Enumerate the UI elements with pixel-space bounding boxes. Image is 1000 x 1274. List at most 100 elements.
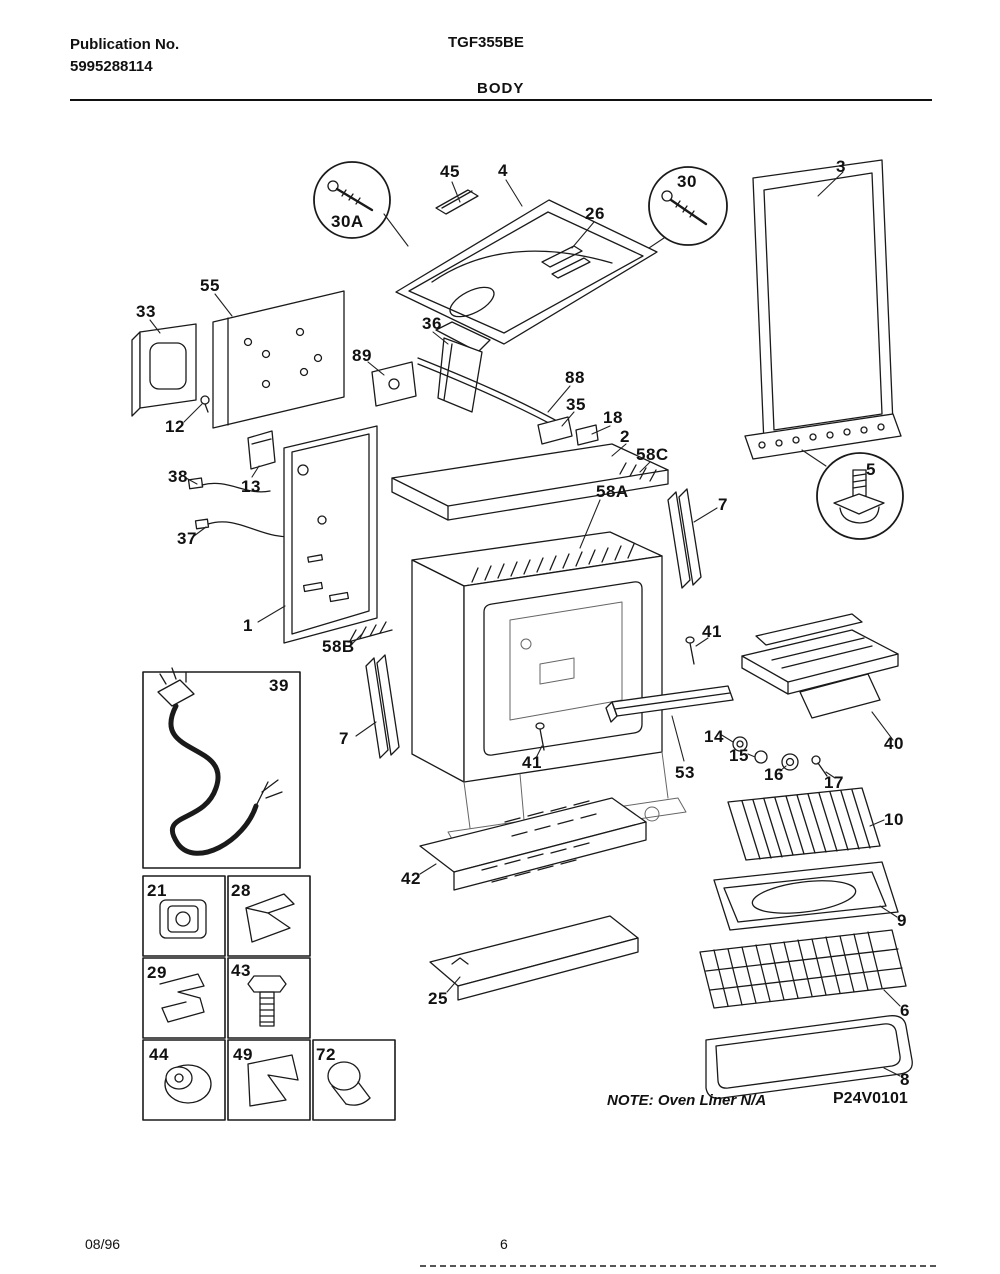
callout-49: 49 [233, 1045, 253, 1064]
inset-box-28 [227, 875, 311, 957]
callout-12: 12 [165, 417, 185, 436]
part-side-panel-1 [283, 425, 378, 644]
callout-28: 28 [231, 881, 251, 900]
part-oven-cavity-body [411, 531, 663, 783]
part-rear-panel-55 [212, 290, 345, 429]
part-back-panel-3 [744, 159, 902, 460]
part-oven-rack-6 [699, 929, 907, 1009]
callout-30A: 30A [331, 212, 364, 231]
callout-5: 5 [866, 460, 876, 479]
callout-35: 35 [566, 395, 586, 414]
callout-16: 16 [764, 765, 784, 784]
callout-26: 26 [585, 204, 605, 223]
callout-58A: 58A [596, 482, 629, 501]
model-number: TGF355BE [448, 34, 524, 51]
callout-44: 44 [149, 1045, 169, 1064]
callout-33: 33 [136, 302, 156, 321]
header-rule [70, 99, 932, 101]
inset-box-29 [142, 957, 226, 1039]
oven-liner-note: NOTE: Oven Liner N/A [607, 1092, 767, 1109]
callout-58C: 58C [636, 445, 669, 464]
callout-7-right: 7 [718, 495, 728, 514]
callout-30: 30 [677, 172, 697, 191]
part-bracket-13 [247, 430, 276, 470]
inset-box-39-power-cord [142, 667, 301, 869]
callout-58B: 58B [322, 637, 355, 656]
callout-3: 3 [836, 157, 846, 176]
callout-1: 1 [243, 616, 253, 635]
detail-circle-screw-30A [313, 161, 409, 247]
part-bake-burner-40 [741, 613, 899, 719]
callout-55: 55 [200, 276, 220, 295]
inset-box-44 [142, 1039, 226, 1121]
part-vent-duct-36 [435, 321, 491, 413]
callout-9: 9 [897, 911, 907, 930]
inset-box-72 [312, 1039, 396, 1121]
callout-10: 10 [884, 810, 904, 829]
callout-36: 36 [422, 314, 442, 333]
detail-circle-leveling-leg-5 [801, 449, 904, 540]
callout-37: 37 [177, 529, 197, 548]
callout-88: 88 [565, 368, 585, 387]
part-screw-12 [200, 395, 210, 413]
publication-number: 5995288114 [70, 58, 153, 75]
callout-18: 18 [603, 408, 623, 427]
callout-17: 17 [824, 773, 844, 792]
part-broiler-pan-9 [713, 861, 899, 931]
part-pin-41-bottom [535, 722, 545, 751]
callout-7-left: 7 [339, 729, 349, 748]
insulation-hatch-58A [471, 543, 635, 583]
leader-lines [149, 171, 901, 1077]
part-wire-38 [187, 477, 271, 493]
callout-53: 53 [675, 763, 695, 782]
part-drawer-rail-53 [605, 685, 734, 723]
callout-2: 2 [620, 427, 630, 446]
part-drawer-bottom-25 [429, 915, 639, 1001]
callout-43: 43 [231, 961, 251, 980]
callout-72: 72 [316, 1045, 336, 1064]
part-pin-41-right [685, 636, 695, 665]
part-roller-14 [732, 736, 748, 752]
callout-45: 45 [440, 162, 460, 181]
bottom-edge-marks [420, 1265, 936, 1267]
part-screw-17 [811, 755, 828, 777]
inset-box-21 [142, 875, 226, 957]
publication-label: Publication No. [70, 36, 180, 53]
part-bracket-7-left [365, 654, 400, 759]
callout-6: 6 [900, 1001, 910, 1020]
part-oven-bottom-42 [419, 797, 647, 891]
part-broiler-insert-10 [727, 787, 881, 861]
section-title: BODY [477, 80, 525, 97]
part-drawer-pan-8 [705, 1015, 913, 1099]
inset-box-49 [227, 1039, 311, 1121]
callout-29: 29 [147, 963, 167, 982]
part-bracket-33 [131, 323, 197, 417]
callout-40: 40 [884, 734, 904, 753]
callout-39: 39 [269, 676, 289, 695]
callout-41-bottom: 41 [522, 753, 542, 772]
callout-21: 21 [147, 881, 167, 900]
footer-date-code: 08/96 [85, 1236, 121, 1252]
part-bracket-89 [371, 361, 417, 407]
part-washer-15 [754, 750, 768, 764]
callout-89: 89 [352, 346, 372, 365]
callout-8: 8 [900, 1070, 910, 1089]
callout-13: 13 [241, 477, 261, 496]
callout-38: 38 [168, 467, 188, 486]
callout-15: 15 [729, 746, 749, 765]
part-clip-18 [575, 424, 599, 446]
part-main-top-2 [391, 443, 669, 521]
part-tube-88 [417, 357, 567, 431]
callout-42: 42 [401, 869, 421, 888]
callout-25: 25 [428, 989, 448, 1008]
callout-4: 4 [498, 161, 508, 180]
callout-41-right: 41 [702, 622, 722, 641]
footer-page-number: 6 [500, 1236, 508, 1252]
part-top-panel-4 [395, 199, 658, 345]
part-bracket-7-right [667, 488, 702, 589]
inset-box-43 [227, 957, 311, 1039]
callout-14: 14 [704, 727, 724, 746]
drawing-number: P24V0101 [833, 1090, 908, 1107]
